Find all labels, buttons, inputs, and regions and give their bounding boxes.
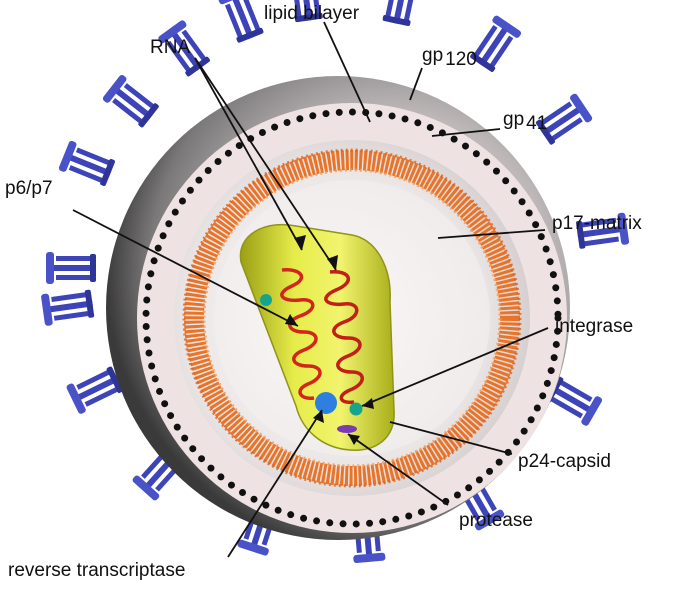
label-p6p7: p6/p7 [5,178,53,199]
label-rna: RNA [150,37,191,58]
rna-strand-left [280,268,322,400]
label-gp120-number: 120 [445,49,477,70]
reverse-transcriptase-particle [315,392,337,414]
lipid-bilayer-ring [142,108,562,528]
label-lipid-bilayer: lipid bilayer [264,3,360,24]
label-protease: protease [459,510,533,531]
p6p7-protein [260,294,272,306]
protease-particle [337,425,357,433]
leader-lines [72,21,549,558]
integrase-particle [349,402,363,416]
label-gp41-number: 41 [526,113,548,134]
label-gp120-prefix: gp [422,45,444,66]
label-gp41-prefix: gp [503,109,525,130]
label-integrase: integrase [555,316,634,337]
label-p17-matrix: p17-matrix [552,213,642,234]
arrowheads [285,235,374,445]
label-reverse-transcriptase: reverse transcriptase [8,560,186,581]
rna-strand-right [324,270,364,405]
p17-matrix-ring [184,150,520,486]
label-p24-capsid: p24-capsid [518,451,611,472]
